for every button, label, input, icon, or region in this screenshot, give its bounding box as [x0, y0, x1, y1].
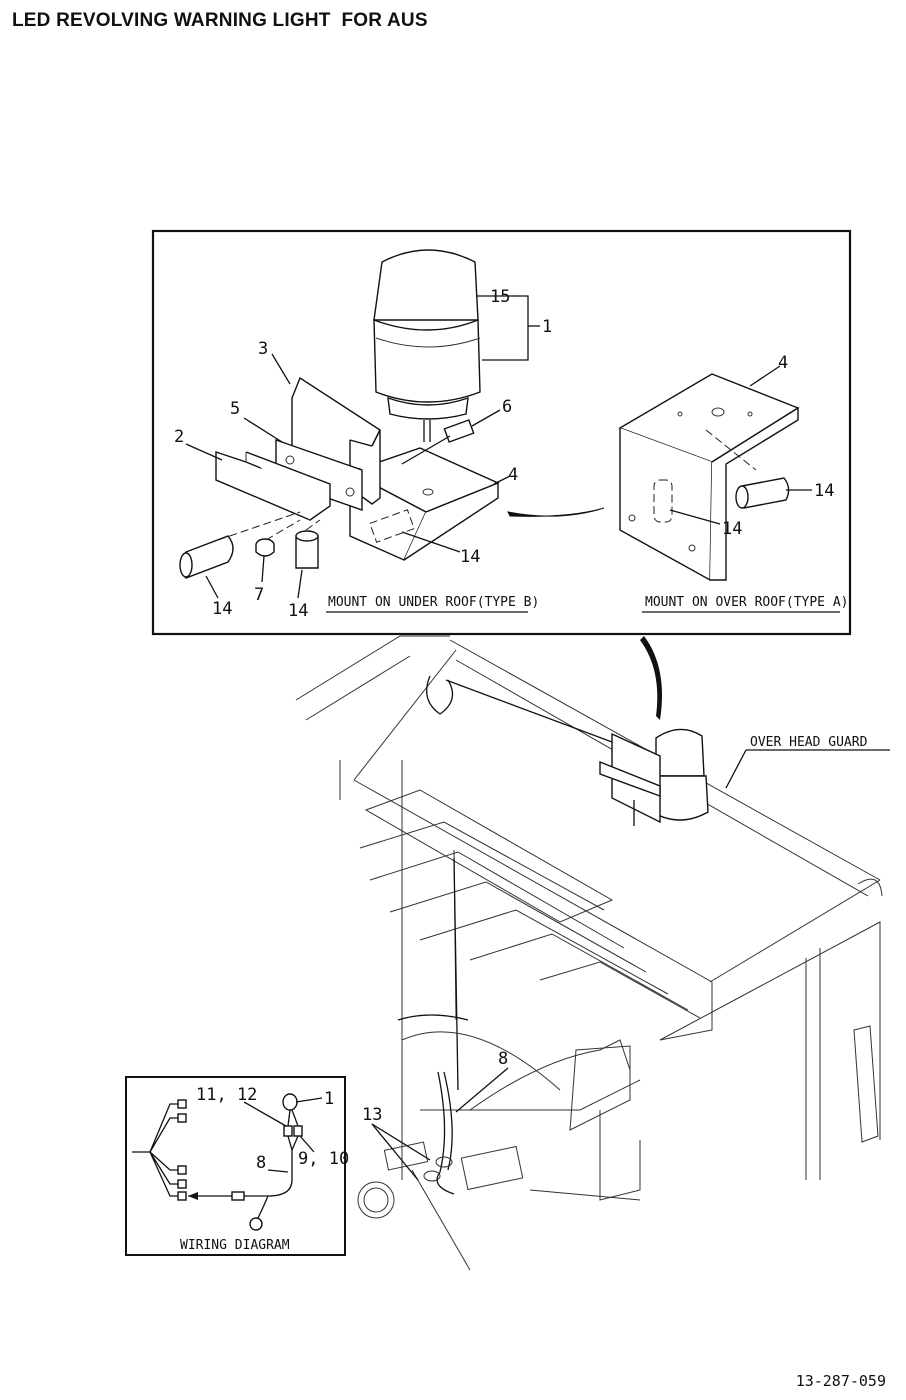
leader-lines: [185, 295, 840, 613]
caption-type-b: MOUNT ON UNDER ROOF(TYPE B): [328, 595, 539, 610]
callout-15: 15: [490, 287, 510, 307]
channel-part-2: [215, 451, 331, 522]
overhead-guard-label: OVER HEAD GUARD: [750, 735, 868, 750]
bracket-type-a: [618, 373, 800, 582]
callout-6: 6: [502, 397, 512, 417]
callout-1: 1: [542, 317, 552, 337]
caption-type-a: MOUNT ON OVER ROOF(TYPE A): [645, 595, 849, 610]
callout-5: 5: [230, 399, 240, 419]
beacon-light: [373, 249, 481, 442]
callout-4: 4: [778, 353, 788, 373]
callout-14: 14: [212, 599, 232, 619]
document-code: 13-287-059: [795, 1372, 886, 1390]
callout-13: 13: [362, 1105, 382, 1125]
transition-arrow: [507, 507, 605, 517]
callouts-type-b: 15 1 3 5 6 2 4 14 7 14 14: [174, 287, 552, 621]
callout-1: 1: [324, 1089, 334, 1109]
bracket-type-b: [348, 447, 500, 561]
wiring-diagram-panel: 11, 12 1 9, 10 8 WIRING DIAGRAM: [125, 1076, 349, 1256]
callout-8: 8: [256, 1153, 266, 1173]
overhead-guard-view: OVER HEAD GUARD 8 13: [295, 635, 890, 1271]
callouts-type-a: 4 14 14: [722, 353, 834, 539]
wiring-diagram-caption: WIRING DIAGRAM: [180, 1238, 290, 1253]
callout-2: 2: [174, 427, 184, 447]
roof-slats: [359, 789, 701, 1019]
callout-14: 14: [722, 519, 742, 539]
bolt-part-6: [401, 419, 475, 465]
page-title: LED REVOLVING WARNING LIGHT FOR AUS: [12, 10, 428, 31]
callout-7: 7: [254, 585, 264, 605]
detail-panel: 15 1 3 5 6 2 4 14 7 14 14 4 14 14 MOUNT …: [151, 229, 852, 636]
callout-3: 3: [258, 339, 268, 359]
callout-8: 8: [498, 1049, 508, 1069]
small-parts: [179, 511, 321, 579]
callout-4: 4: [508, 465, 518, 485]
callout-14: 14: [288, 601, 308, 621]
callout-14: 14: [460, 547, 480, 567]
callout-9-10: 9, 10: [298, 1149, 349, 1169]
detail-arrow: [640, 636, 662, 720]
callout-14: 14: [814, 481, 834, 501]
mounted-beacon: [599, 728, 709, 826]
callout-11-12: 11, 12: [196, 1085, 257, 1105]
